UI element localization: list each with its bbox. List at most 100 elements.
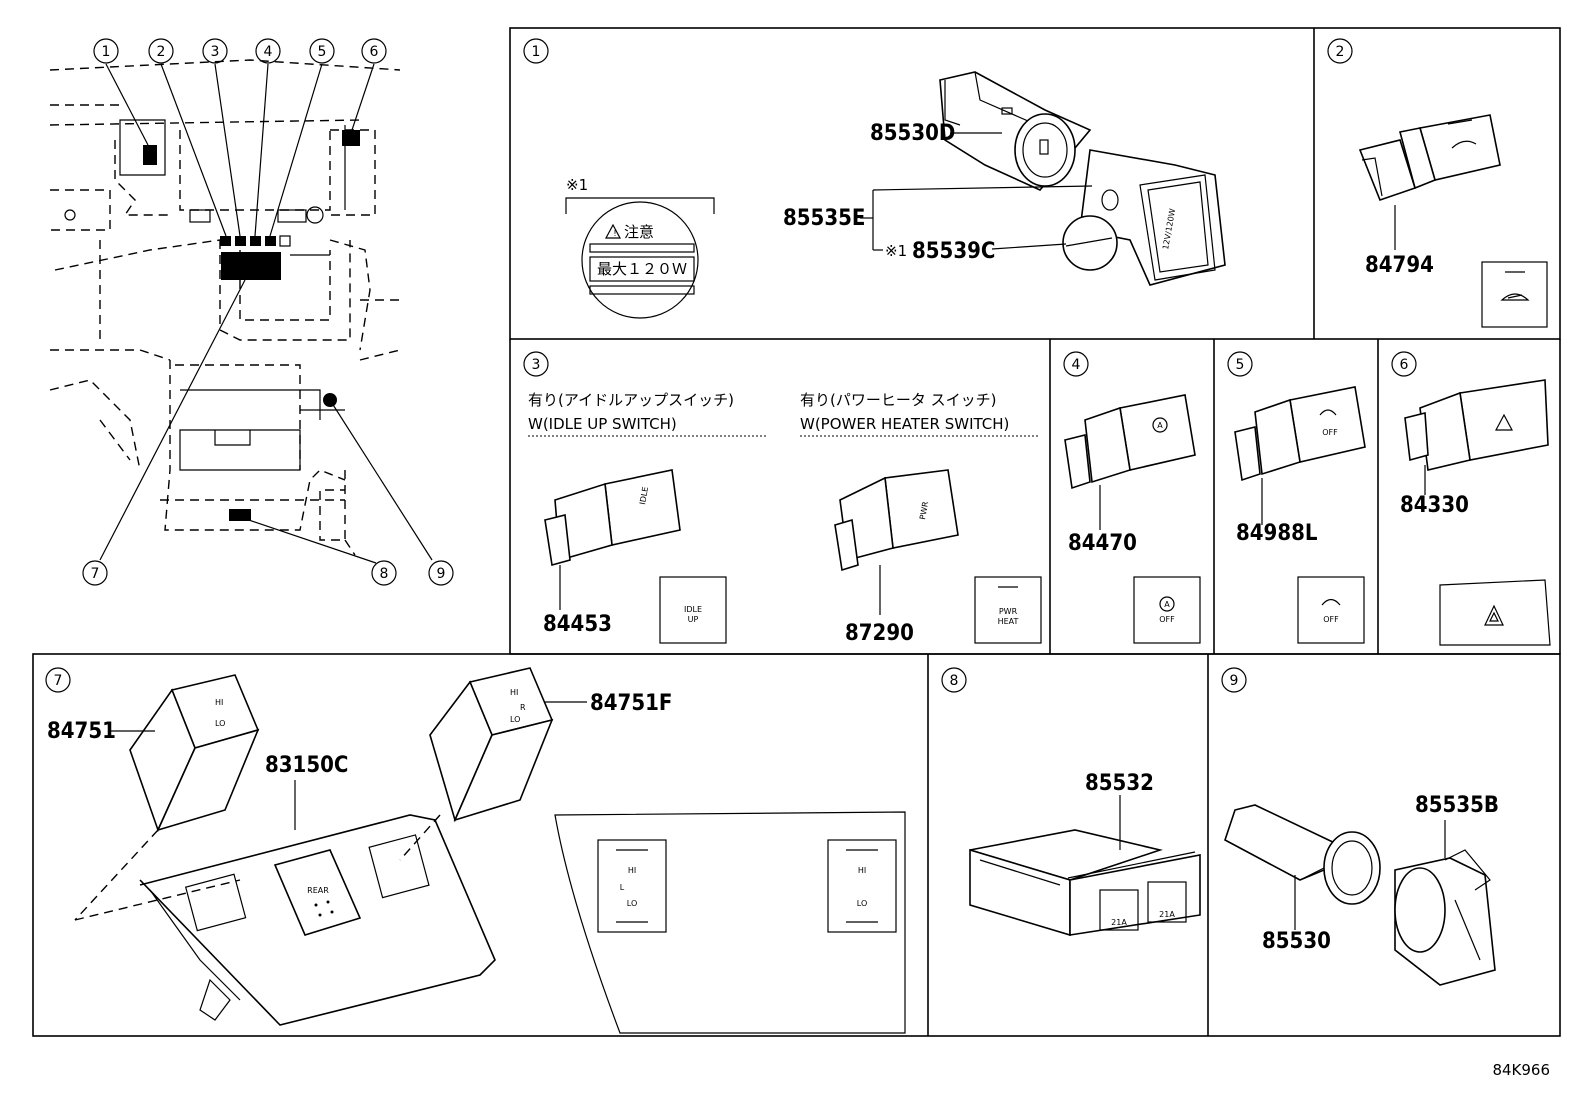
plug-85539c-drawing (1062, 215, 1118, 271)
dashboard-overview: 1 2 3 4 5 6 7 8 9 (49, 38, 454, 586)
part-85535b: 85535B (1415, 793, 1499, 818)
svg-text:21A: 21A (1111, 918, 1127, 927)
svg-text:LO: LO (857, 899, 867, 908)
callout-9: 9 (437, 566, 446, 582)
variant-a-en: W(IDLE UP SWITCH) (528, 415, 677, 433)
panel-6-index: 6 (1400, 357, 1409, 373)
svg-text:HI: HI (628, 866, 636, 875)
svg-text:OFF: OFF (1322, 428, 1338, 437)
callout-8-circle (371, 560, 397, 586)
part-84330: 84330 (1400, 493, 1469, 518)
panel-2-index: 2 (1336, 44, 1345, 60)
panel-2: 2 84794 (1327, 38, 1548, 328)
switch-face-84470 (1133, 576, 1201, 644)
part-84751: 84751 (47, 719, 116, 744)
panel-8: 8 21A 21A 85532 (941, 667, 1201, 937)
svg-text:LO: LO (510, 715, 520, 724)
svg-text:OFF: OFF (1159, 615, 1175, 624)
callout-4-circle (255, 38, 281, 64)
svg-text:HI: HI (215, 698, 223, 707)
cap-85535e-drawing: 12V/120W (1079, 149, 1226, 286)
caution-text: 注意 (624, 223, 654, 241)
panel-4: 4 A 84470 A OFF (1063, 351, 1201, 644)
idle-up-face-label: IDLE (638, 486, 650, 505)
callout-7-circle (82, 560, 108, 586)
callout-5: 5 (318, 44, 327, 60)
svg-text:LO: LO (215, 719, 225, 728)
panel-5: 5 OFF 84988L OFF (1227, 351, 1366, 644)
part-83150c: 83150C (265, 753, 348, 778)
overview-callouts: 1 2 3 4 5 6 7 8 9 (82, 38, 454, 586)
switch-face-84988l (1297, 576, 1365, 644)
callout-7: 7 (91, 566, 100, 582)
max-watt-text: 最大１２０Ｗ (597, 260, 687, 278)
svg-text:REAR: REAR (307, 886, 329, 895)
svg-text:HI: HI (858, 866, 866, 875)
svg-text:R: R (520, 703, 526, 712)
part-84988l: 84988L (1236, 521, 1318, 546)
svg-text:PWR: PWR (999, 607, 1018, 616)
callout-9-circle (428, 560, 454, 586)
part-85530: 85530 (1262, 929, 1331, 954)
inset-panel (554, 811, 906, 1034)
switch-face-pwr-heat (974, 576, 1042, 644)
svg-text:A: A (1157, 421, 1163, 430)
callout-2-circle (148, 38, 174, 64)
svg-text:A: A (1164, 600, 1170, 609)
callout-3-circle (202, 38, 228, 64)
variant-a-jp: 有り(アイドルアップスイッチ) (528, 391, 734, 409)
panel-7: 7 HI LO 84751 HI R LO 84751F REAR 83150C (45, 667, 906, 1034)
switch-face-left (597, 839, 667, 933)
svg-text:21A: 21A (1159, 910, 1175, 919)
svg-text:HEAT: HEAT (998, 617, 1019, 626)
switch-face-84794 (1481, 261, 1548, 328)
callout-1-circle (93, 38, 119, 64)
diagram-code: 84K966 (1492, 1061, 1550, 1079)
panel-1-index: 1 (532, 44, 541, 60)
switch-face-84330 (1439, 579, 1551, 646)
callout-3: 3 (211, 44, 220, 60)
panel-9: 9 85530 85535B (1221, 667, 1499, 986)
callout-6-circle (361, 38, 387, 64)
part-87290: 87290 (845, 621, 914, 646)
callout-5-circle (309, 38, 335, 64)
svg-text:IDLE: IDLE (684, 605, 702, 614)
socket-85530d-drawing (939, 71, 1092, 191)
panel-9-index: 9 (1230, 673, 1239, 689)
part-85539c: 85539C (912, 239, 995, 264)
part-84794: 84794 (1365, 253, 1434, 278)
panel-3: 3 有り(アイドルアップスイッチ) W(IDLE UP SWITCH) 有り(パ… (523, 351, 1042, 646)
panel-6: 6 84330 (1391, 351, 1551, 646)
panel-4-index: 4 (1072, 357, 1081, 373)
svg-text:UP: UP (688, 615, 699, 624)
callout-4: 4 (264, 44, 273, 60)
panel-8-index: 8 (950, 673, 959, 689)
svg-text:!: ! (613, 229, 616, 238)
svg-text:L: L (620, 883, 625, 892)
switch-face-right (827, 839, 897, 933)
part-85530d: 85530D (870, 121, 955, 146)
note-marker: ※1 (566, 176, 588, 194)
panel-frames (32, 27, 1561, 1037)
panel-7-index: 7 (54, 673, 63, 689)
panel-3-index: 3 (532, 357, 541, 373)
switch-face-idle-up (659, 576, 727, 644)
part-85535e: 85535E (783, 206, 865, 231)
panel-1: 1 ※1 ! 注意 最大１２０Ｗ 85530D 12V/120W (523, 38, 1226, 319)
svg-text:OFF: OFF (1323, 615, 1339, 624)
pwr-heat-face-label: PWR (918, 500, 930, 520)
svg-text:LO: LO (627, 899, 637, 908)
callout-6: 6 (370, 44, 379, 60)
part-84751f: 84751F (590, 691, 672, 716)
callout-1: 1 (102, 44, 111, 60)
variant-b-jp: 有り(パワーヒータ スイッチ) (800, 391, 996, 409)
callout-2: 2 (157, 44, 166, 60)
part-84470: 84470 (1068, 531, 1137, 556)
callout-8: 8 (380, 566, 389, 582)
variant-b-en: W(POWER HEATER SWITCH) (800, 415, 1009, 433)
panel-5-index: 5 (1236, 357, 1245, 373)
part-85532: 85532 (1085, 771, 1154, 796)
caution-label-disc (581, 201, 699, 319)
note-prefix: ※1 (885, 242, 907, 260)
